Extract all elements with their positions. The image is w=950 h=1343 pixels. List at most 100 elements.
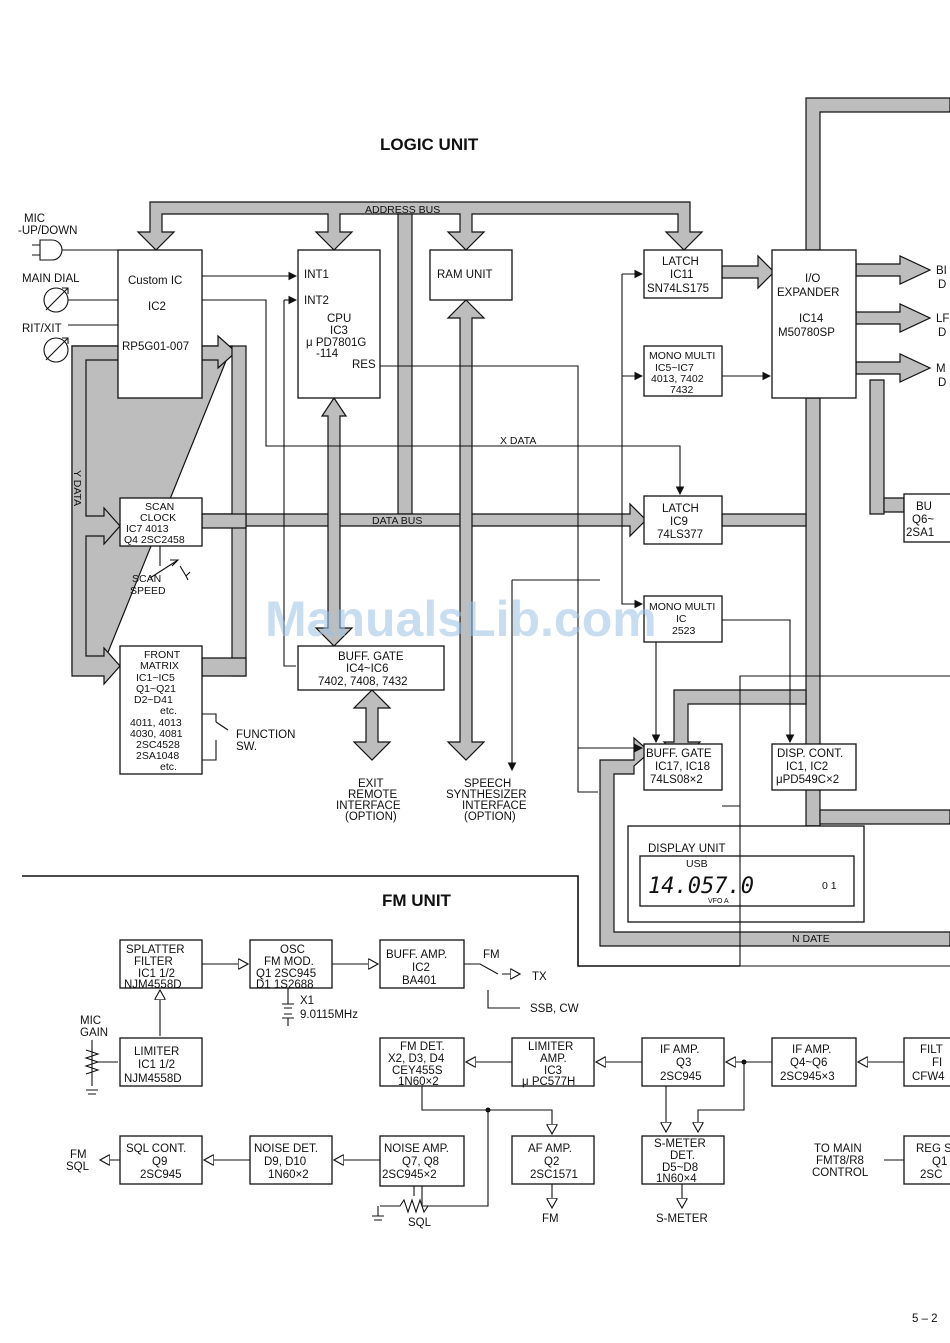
svg-text:1N60×4: 1N60×4 xyxy=(656,1173,697,1185)
af-amp-block: AF AMP. Q2 2SC1571 xyxy=(511,1135,595,1185)
address-bus: ADDRESS BUS xyxy=(136,201,704,251)
display-frame-right xyxy=(819,809,950,825)
svg-text:DISPLAY UNIT: DISPLAY UNIT xyxy=(648,843,726,855)
svg-text:NJM4558D: NJM4558D xyxy=(124,1073,182,1085)
svg-text:SQL: SQL xyxy=(66,1161,90,1173)
svg-text:4013, 7402: 4013, 7402 xyxy=(651,373,704,385)
svg-text:SSB, CW: SSB, CW xyxy=(530,1003,579,1015)
svg-text:D5~D8: D5~D8 xyxy=(662,1162,698,1174)
wire-top-right xyxy=(739,675,950,806)
out-label-m: M xyxy=(936,363,946,375)
svg-text:IC: IC xyxy=(676,613,687,625)
svg-text:SN74LS175: SN74LS175 xyxy=(647,283,709,295)
svg-text:INTERFACE: INTERFACE xyxy=(462,800,527,812)
watermark: ManualsLib.com xyxy=(265,591,657,647)
svg-text:FRONT: FRONT xyxy=(144,649,181,661)
fm-output-label: FM xyxy=(542,1213,559,1225)
wire-det-noise xyxy=(421,1110,489,1207)
out-label-d2: D xyxy=(938,327,946,339)
scan-join xyxy=(201,513,247,529)
svg-text:4030, 4081: 4030, 4081 xyxy=(130,728,183,740)
svg-text:MATRIX: MATRIX xyxy=(140,660,179,672)
svg-text:FM: FM xyxy=(70,1149,87,1161)
smeter-det-block: S-METER DET. D5~D8 1N60×4 xyxy=(641,1135,725,1185)
display-channel: 0 1 xyxy=(822,880,837,892)
svg-text:SCAN: SCAN xyxy=(132,573,161,585)
noise-amp-block: NOISE AMP. Q7, Q8 2SC945×2 xyxy=(379,1135,465,1187)
fm-sql-label: FM SQL xyxy=(66,1149,90,1173)
tx-switch: FM TX SSB, CW xyxy=(464,949,579,1015)
svg-text:2SC945: 2SC945 xyxy=(660,1071,702,1083)
buff-gate2-block: BUFF. GATE IC17, IC18 74LS08×2 xyxy=(643,743,723,791)
out-label-d3: D xyxy=(938,377,946,389)
svg-text:Q1~Q21: Q1~Q21 xyxy=(136,683,176,695)
svg-text:FILT: FILT xyxy=(920,1044,943,1056)
svg-text:LIMITER: LIMITER xyxy=(528,1041,573,1053)
svg-text:SPLATTER: SPLATTER xyxy=(126,944,185,956)
svg-text:IC7 4013: IC7 4013 xyxy=(126,523,169,535)
svg-text:etc.: etc. xyxy=(160,761,177,773)
svg-text:FM DET.: FM DET. xyxy=(400,1041,445,1053)
svg-text:FM: FM xyxy=(483,949,500,961)
osc-block: OSC FM MOD. Q1 2SC945 D1 1S2688 xyxy=(249,939,333,991)
svg-text:SYNTHESIZER: SYNTHESIZER xyxy=(446,789,527,801)
buff-gate1-block: BUFF. GATE IC4~IC6 7402, 7408, 7432 xyxy=(297,645,445,691)
svg-text:AF AMP.: AF AMP. xyxy=(528,1143,572,1155)
cpu-block: INT1 INT2 CPU IC3 μ PD7801G -114 RES xyxy=(297,249,381,399)
wire-res xyxy=(380,365,598,793)
svg-text:IC2: IC2 xyxy=(412,962,430,974)
main-dial-input: MAIN DIAL xyxy=(22,273,118,313)
addr-vertical-bus xyxy=(397,213,413,515)
exit-remote-label: EXIT REMOTE INTERFACE (OPTION) xyxy=(336,778,401,823)
svg-text:DET.: DET. xyxy=(670,1150,695,1162)
svg-text:BUFF. AMP.: BUFF. AMP. xyxy=(386,949,447,961)
data-bus-label: DATA BUS xyxy=(372,515,422,527)
svg-text:MIC: MIC xyxy=(80,1015,101,1027)
mic-updown-input: MIC -UP/DOWN xyxy=(18,213,118,261)
ram-bus xyxy=(446,299,486,761)
bu-right-block: BU Q6~ 2SA1 xyxy=(903,493,950,543)
svg-text:MONO MULTI: MONO MULTI xyxy=(649,350,715,362)
latch9-block: LATCH IC9 74LS377 xyxy=(643,495,723,545)
if-amp1-block: IF AMP. Q3 2SC945 xyxy=(641,1037,725,1087)
svg-text:IC1 1/2: IC1 1/2 xyxy=(138,1059,175,1071)
svg-text:CONTROL: CONTROL xyxy=(812,1167,869,1179)
svg-text:2SC945×3: 2SC945×3 xyxy=(780,1071,835,1083)
svg-text:Q1 2SC945: Q1 2SC945 xyxy=(256,968,316,980)
svg-text:FMT8/R8: FMT8/R8 xyxy=(816,1155,864,1167)
out-label-d1: D xyxy=(938,279,946,291)
y-data-bus xyxy=(71,334,237,686)
svg-text:D1 1S2688: D1 1S2688 xyxy=(256,979,314,991)
svg-text:LATCH: LATCH xyxy=(662,503,699,515)
svg-text:CEY455S: CEY455S xyxy=(392,1065,443,1077)
svg-text:IF AMP.: IF AMP. xyxy=(792,1044,831,1056)
svg-text:IC1 1/2: IC1 1/2 xyxy=(138,968,175,980)
logic-unit-title: LOGIC UNIT xyxy=(380,135,479,154)
display-vfo: VFO A xyxy=(708,898,729,905)
svg-text:AMP.: AMP. xyxy=(540,1053,567,1065)
svg-text:TO MAIN: TO MAIN xyxy=(814,1143,862,1155)
svg-text:D2~D41: D2~D41 xyxy=(134,694,173,706)
right-stub xyxy=(883,497,905,513)
svg-text:RAM UNIT: RAM UNIT xyxy=(437,269,493,281)
wire-if-smeter1 xyxy=(698,1062,745,1132)
svg-text:BA401: BA401 xyxy=(402,975,437,987)
scan-clock-block: SCAN CLOCK IC7 4013 Q4 2SC2458 xyxy=(119,497,203,547)
svg-text:INT1: INT1 xyxy=(304,269,329,281)
svg-text:NOISE DET.: NOISE DET. xyxy=(254,1143,318,1155)
svg-text:I/O: I/O xyxy=(805,273,820,285)
svg-text:2SC4528: 2SC4528 xyxy=(136,739,180,751)
svg-text:TX: TX xyxy=(532,971,547,983)
svg-text:Q3: Q3 xyxy=(676,1057,691,1069)
latch11-block: LATCH IC11 SN74LS175 xyxy=(643,249,723,299)
svg-text:etc.: etc. xyxy=(160,705,177,717)
svg-text:MAIN DIAL: MAIN DIAL xyxy=(22,273,80,285)
wire-xdata xyxy=(202,299,685,496)
svg-text:74LS08×2: 74LS08×2 xyxy=(650,774,703,786)
svg-text:(OPTION): (OPTION) xyxy=(345,811,397,823)
svg-text:BUFF. GATE: BUFF. GATE xyxy=(646,748,712,760)
svg-text:INTERFACE: INTERFACE xyxy=(336,800,401,812)
svg-text:MONO MULTI: MONO MULTI xyxy=(649,601,715,613)
svg-text:CPU: CPU xyxy=(327,313,351,325)
